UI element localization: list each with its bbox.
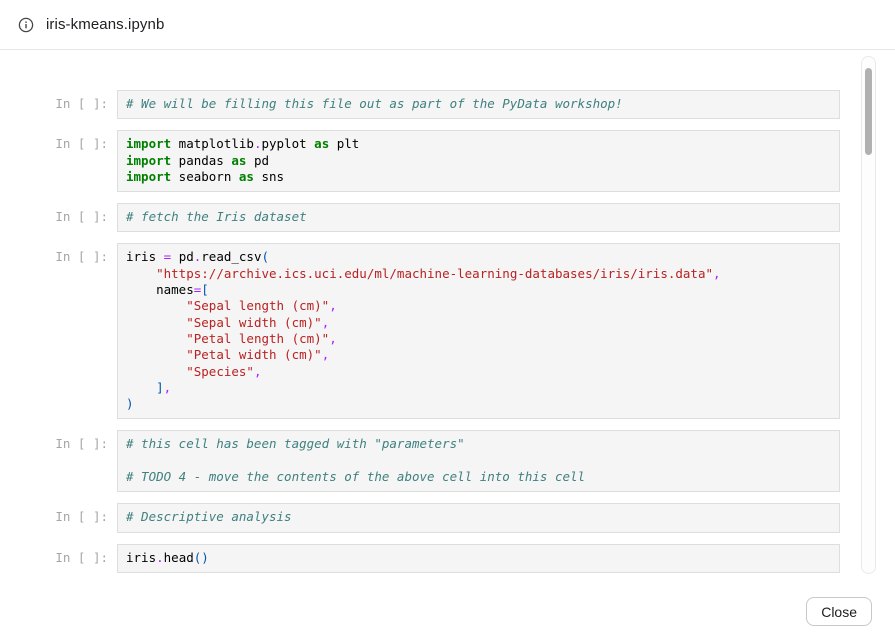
cell-prompt: In [ ]: bbox=[55, 249, 108, 265]
notebook-cell: In [ ]: # fetch the Iris dataset bbox=[0, 203, 840, 233]
cell-editor: iris.head() bbox=[117, 543, 840, 573]
code-line: ], bbox=[156, 379, 172, 395]
code-line: # Descriptive analysis bbox=[126, 509, 292, 525]
notebook-preview: In [ ]: # We will be filling this file ou… bbox=[0, 51, 895, 575]
code-line: "https://archive.ics.uci.edu/ml/machine-… bbox=[156, 265, 721, 281]
code-line: "Sepal length (cm)", bbox=[186, 298, 337, 314]
file-title: iris-kmeans.ipynb bbox=[46, 16, 165, 33]
scrollbar-thumb[interactable] bbox=[865, 68, 872, 155]
cell-prompt: In [ ]: bbox=[55, 96, 108, 111]
code-line bbox=[126, 453, 831, 469]
cell-prompt: In [ ]: bbox=[55, 549, 108, 565]
code-line: "Petal length (cm)", bbox=[186, 330, 337, 346]
notebook-cell: In [ ]: # We will be filling this file ou… bbox=[0, 90, 840, 120]
cell-list: In [ ]: # We will be filling this file ou… bbox=[0, 51, 895, 573]
code-line: iris.head() bbox=[126, 549, 209, 565]
notebook-cell: In [ ]: iris = pd.read_csv( "https://arch… bbox=[0, 243, 840, 420]
code-line: # TODO 4 - move the contents of the abov… bbox=[126, 469, 586, 485]
code-line: "Sepal width (cm)", bbox=[186, 314, 330, 330]
code-line: # this cell has been tagged with "parame… bbox=[126, 436, 465, 452]
code-line: ) bbox=[126, 396, 134, 412]
code-line: # fetch the Iris dataset bbox=[126, 209, 307, 225]
code-line: # We will be filling this file out as pa… bbox=[126, 96, 623, 111]
code-line: names=[ bbox=[126, 282, 209, 298]
code-line: import seaborn as sns bbox=[126, 168, 285, 184]
close-button[interactable]: Close bbox=[806, 597, 872, 626]
cell-prompt: In [ ]: bbox=[55, 209, 108, 225]
code-line: iris = pd.read_csv( bbox=[126, 249, 270, 265]
cell-editor: # this cell has been tagged with "parame… bbox=[117, 430, 840, 493]
info-icon bbox=[18, 17, 34, 33]
code-line: "Petal width (cm)", bbox=[186, 347, 330, 363]
modal-header: iris-kmeans.ipynb bbox=[0, 0, 895, 50]
cell-prompt: In [ ]: bbox=[55, 509, 108, 525]
notebook-cell: In [ ]: # Descriptive analysis bbox=[0, 503, 840, 533]
cell-editor: # Descriptive analysis bbox=[117, 503, 840, 533]
cell-editor: # We will be filling this file out as pa… bbox=[117, 90, 840, 120]
code-line: "Species", bbox=[186, 363, 262, 379]
cell-prompt: In [ ]: bbox=[55, 136, 108, 152]
notebook-cell: In [ ]: iris.head() bbox=[0, 543, 840, 573]
code-line: import matplotlib.pyplot as plt bbox=[126, 136, 360, 152]
notebook-cell: In [ ]: # this cell has been tagged with … bbox=[0, 430, 840, 493]
cell-editor: # fetch the Iris dataset bbox=[117, 203, 840, 233]
cell-prompt: In [ ]: bbox=[55, 436, 108, 452]
cell-editor: iris = pd.read_csv( "https://archive.ics… bbox=[117, 243, 840, 420]
code-line: import pandas as pd bbox=[126, 152, 270, 168]
scrollbar-track[interactable] bbox=[861, 56, 876, 574]
